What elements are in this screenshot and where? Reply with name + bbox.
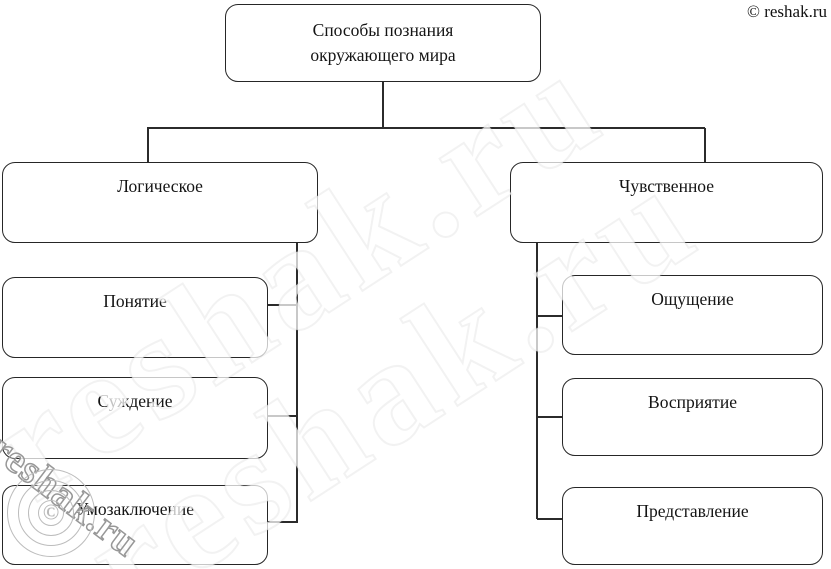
node-root: Способы познания окружающего мира xyxy=(225,4,541,82)
node-ponyatie-label: Понятие xyxy=(103,291,167,311)
node-oshchushchenie-label: Ощущение xyxy=(651,289,734,309)
connector-stub-ponyatie xyxy=(268,304,296,306)
node-logical: Логическое xyxy=(2,162,318,243)
connector-stub-umozaklyuchenie xyxy=(268,521,296,523)
node-vospriyatie: Восприятие xyxy=(562,378,823,456)
connector-stub-predstavlenie xyxy=(537,518,562,520)
node-suzhdenie-label: Суждение xyxy=(97,391,173,411)
node-root-label: Способы познания окружающего мира xyxy=(310,19,456,65)
connector-left-trunk xyxy=(296,243,298,523)
node-oshchushchenie: Ощущение xyxy=(562,275,823,355)
connector-left-branch xyxy=(147,128,149,162)
connector-right-branch xyxy=(704,128,706,162)
node-vospriyatie-label: Восприятие xyxy=(648,392,737,412)
node-logical-label: Логическое xyxy=(117,176,203,196)
copyright-notice: © reshak.ru xyxy=(747,2,827,21)
connector-stub-oshchushchenie xyxy=(537,315,562,317)
connector-right-trunk xyxy=(536,243,538,519)
node-umozaklyuchenie-label: Умозаключение xyxy=(75,499,195,519)
node-suzhdenie: Суждение xyxy=(2,377,268,459)
connector-main-horizontal xyxy=(147,127,705,129)
connector-root-down xyxy=(382,82,384,128)
node-sensory: Чувственное xyxy=(510,162,823,243)
node-ponyatie: Понятие xyxy=(2,277,268,358)
connector-stub-suzhdenie xyxy=(268,415,296,417)
connector-stub-vospriyatie xyxy=(537,416,562,418)
node-predstavlenie: Представление xyxy=(562,487,823,565)
node-predstavlenie-label: Представление xyxy=(636,501,749,521)
node-sensory-label: Чувственное xyxy=(618,176,715,196)
node-umozaklyuchenie: Умозаключение xyxy=(2,485,268,565)
